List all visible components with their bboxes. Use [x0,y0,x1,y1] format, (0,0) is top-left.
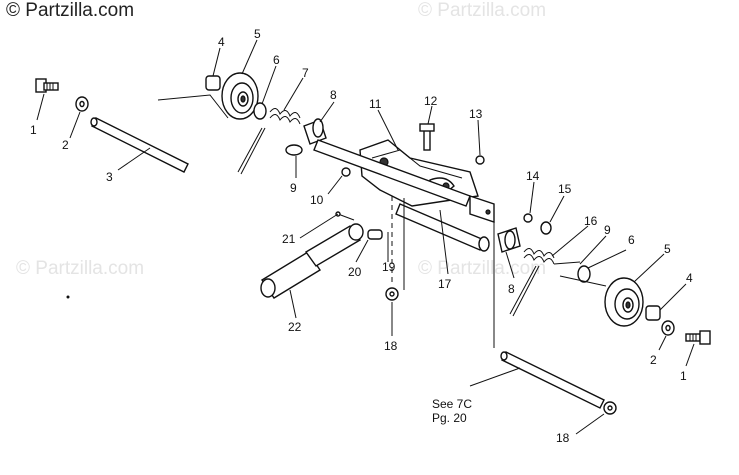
mount-plate-right [469,195,495,223]
watermark-ghost-top: © Partzilla.com [418,0,547,21]
washer-part-18-mid [385,287,399,301]
bushing-part-8-left [303,118,327,145]
pin-part-21 [335,211,355,221]
watermark-main: © Partzilla.com [6,0,135,21]
bolt-part-12 [419,123,435,151]
callout-6-right: 6 [628,233,635,247]
washer-part-6-left [253,102,267,120]
washer-part-2-left [75,96,89,112]
callout-21: 21 [282,232,296,246]
callout-12: 12 [424,94,438,108]
shaft-see-7c [500,351,605,409]
callout-19: 19 [382,260,396,274]
clip-part-9-left [285,144,303,156]
callout-4-left: 4 [218,35,225,49]
callout-7: 7 [302,66,309,80]
guide-line-right [559,275,607,287]
callout-8-left: 8 [330,88,337,102]
callout-9-left: 9 [290,181,297,195]
bushing-part-4-right [645,305,661,321]
callout-1-right: 1 [680,369,687,383]
callout-15: 15 [558,182,572,196]
callout-16: 16 [584,214,598,228]
watermark-ghost-right: © Partzilla.com [418,258,547,279]
callout-5-left: 5 [254,27,261,41]
callout-18-bottom: 18 [556,431,570,445]
callout-2-right: 2 [650,353,657,367]
callout-11: 11 [369,97,382,111]
callout-13: 13 [469,107,483,121]
callout-4-right: 4 [686,271,693,285]
callout-5-right: 5 [664,242,671,256]
callout-8-right: 8 [508,282,515,296]
washer-part-15 [540,221,552,235]
washer-part-2-right [661,320,675,336]
callout-3: 3 [106,170,113,184]
spring-part-16 [509,248,581,317]
callout-20: 20 [348,265,362,279]
callout-9-right: 9 [604,223,611,237]
callout-2-left: 2 [62,138,69,152]
leader-lines [36,39,695,435]
bolt-part-1-right [685,330,711,345]
stray-dot [66,295,70,299]
washer-part-6-right [577,265,591,283]
bushing-part-20 [367,229,383,240]
nut-part-14 [523,213,533,223]
cross-shaft [313,139,471,207]
watermark-ghost-left: © Partzilla.com [16,258,145,279]
washer-part-18-bottom [603,401,617,415]
idler-wheel-part-5-left [221,72,259,120]
nut-part-10 [341,167,351,177]
callout-17: 17 [438,277,452,291]
shaft-part-17 [395,203,490,252]
note-see-7c: See 7C [432,397,472,411]
callout-10: 10 [310,193,324,207]
callout-18-mid: 18 [384,339,398,353]
callout-14: 14 [526,169,540,183]
callout-22: 22 [288,320,302,334]
bushing-part-4-left [205,75,221,91]
guide-line-left [157,94,229,119]
note-page-20: Pg. 20 [432,411,467,425]
bushing-part-8-right [497,227,521,253]
idler-wheel-part-5-right [604,277,644,327]
callout-1-left: 1 [30,123,37,137]
nut-part-13 [475,155,485,165]
shock-part-22 [260,223,364,299]
bolt-part-1-left [35,78,59,93]
callout-6-left: 6 [273,53,280,67]
spring-part-7 [237,108,301,175]
shaft-part-3 [90,117,189,173]
